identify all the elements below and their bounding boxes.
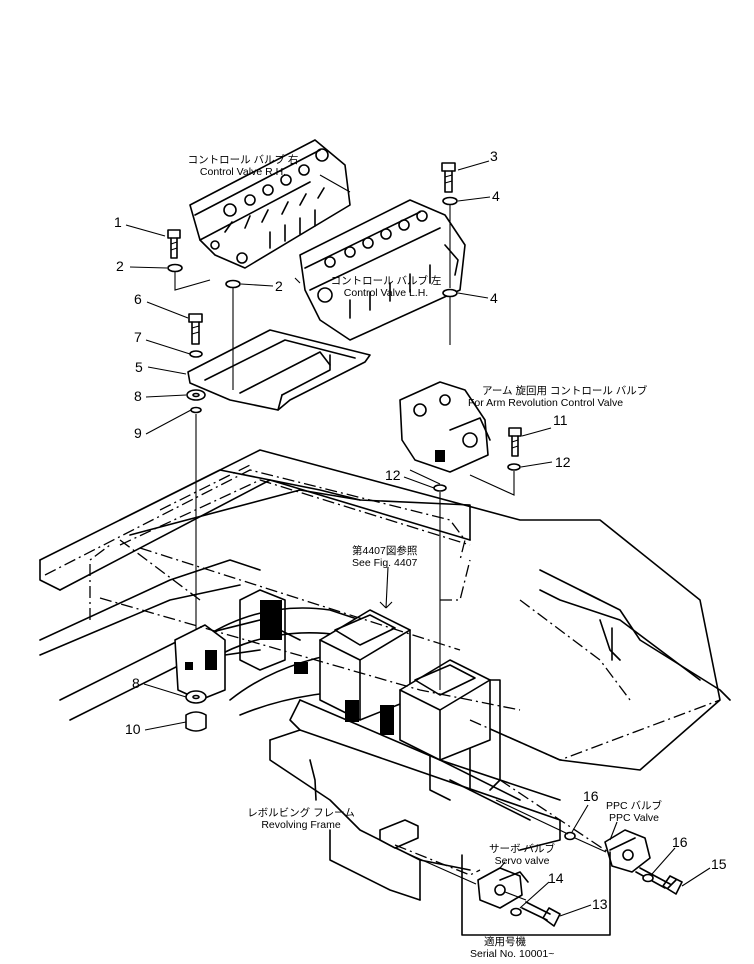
caption-see-fig: 第4407図参照 See Fig. 4407 [352,545,417,569]
control-valve-rh [189,139,351,269]
caption-jp: レボルビング フレーム [247,807,355,819]
callout-11: 11 [553,412,568,428]
caption-jp: 第4407図参照 [352,545,418,557]
callout-4: 4 [490,290,498,306]
revolving-frame [39,449,731,901]
callout-2: 2 [275,278,283,294]
caption-control-valve-rh: コントロール バルブ 右 Control Valve R.H. [178,154,308,178]
caption-serial-number: 適用号機 Serial No. 10001~ [470,936,554,960]
caption-en: Servo valve [494,855,550,867]
callout-3: 3 [490,148,498,164]
callout-7: 7 [134,329,142,345]
callout-2: 2 [116,258,124,274]
caption-en: See Fig. 4407 [352,557,418,569]
callout-6: 6 [134,291,142,307]
callout-4: 4 [492,188,500,204]
assembly-lines [174,205,607,901]
callout-12: 12 [385,467,401,483]
callout-8: 8 [134,388,142,404]
ppc-valve [604,829,651,873]
caption-en: For Arm Revolution Control Valve [468,397,624,409]
hardware [167,162,683,927]
caption-jp: PPC バルブ [605,800,662,812]
caption-en: Serial No. 10001~ [470,948,555,960]
bracket-plate [187,329,371,411]
callout-8: 8 [132,675,140,691]
control-valve-lh [299,199,466,341]
caption-en: Control Valve L.H. [343,287,429,299]
callout-14: 14 [548,870,564,886]
callout-9: 9 [134,425,142,441]
caption-ppc-valve: PPC バルブ PPC Valve [596,800,672,824]
caption-en: Control Valve R.H. [199,166,287,178]
caption-en: Revolving Frame [261,819,341,831]
reference-lines [44,464,721,876]
callout-16: 16 [583,788,599,804]
caption-jp: アーム 旋回用 コントロール バルブ [482,385,648,397]
caption-jp: サーボ バルブ [489,843,555,855]
caption-jp: 適用号機 [484,936,526,948]
caption-jp: コントロール バルブ 右 [187,154,299,166]
caption-servo-valve: サーボ バルブ Servo valve [482,843,562,867]
callout-13: 13 [592,896,608,912]
callout-5: 5 [135,359,143,375]
callout-10: 10 [125,721,141,737]
servo-valve [461,851,611,936]
leader-lines [125,160,711,917]
callout-12: 12 [555,454,571,470]
caption-en: PPC Valve [609,812,659,824]
callout-15: 15 [711,856,727,872]
caption-revolving-frame: レボルビング フレーム Revolving Frame [246,807,356,831]
caption-arm-revolution-valve: アーム 旋回用 コントロール バルブ For Arm Revolution Co… [468,385,647,409]
caption-control-valve-lh: コントロール バルブ 左 Control Valve L.H. [326,275,446,299]
caption-jp: コントロール バルブ 左 [330,275,442,287]
callout-1: 1 [114,214,122,230]
callout-16: 16 [672,834,688,850]
arm-revolution-valve [399,381,491,473]
